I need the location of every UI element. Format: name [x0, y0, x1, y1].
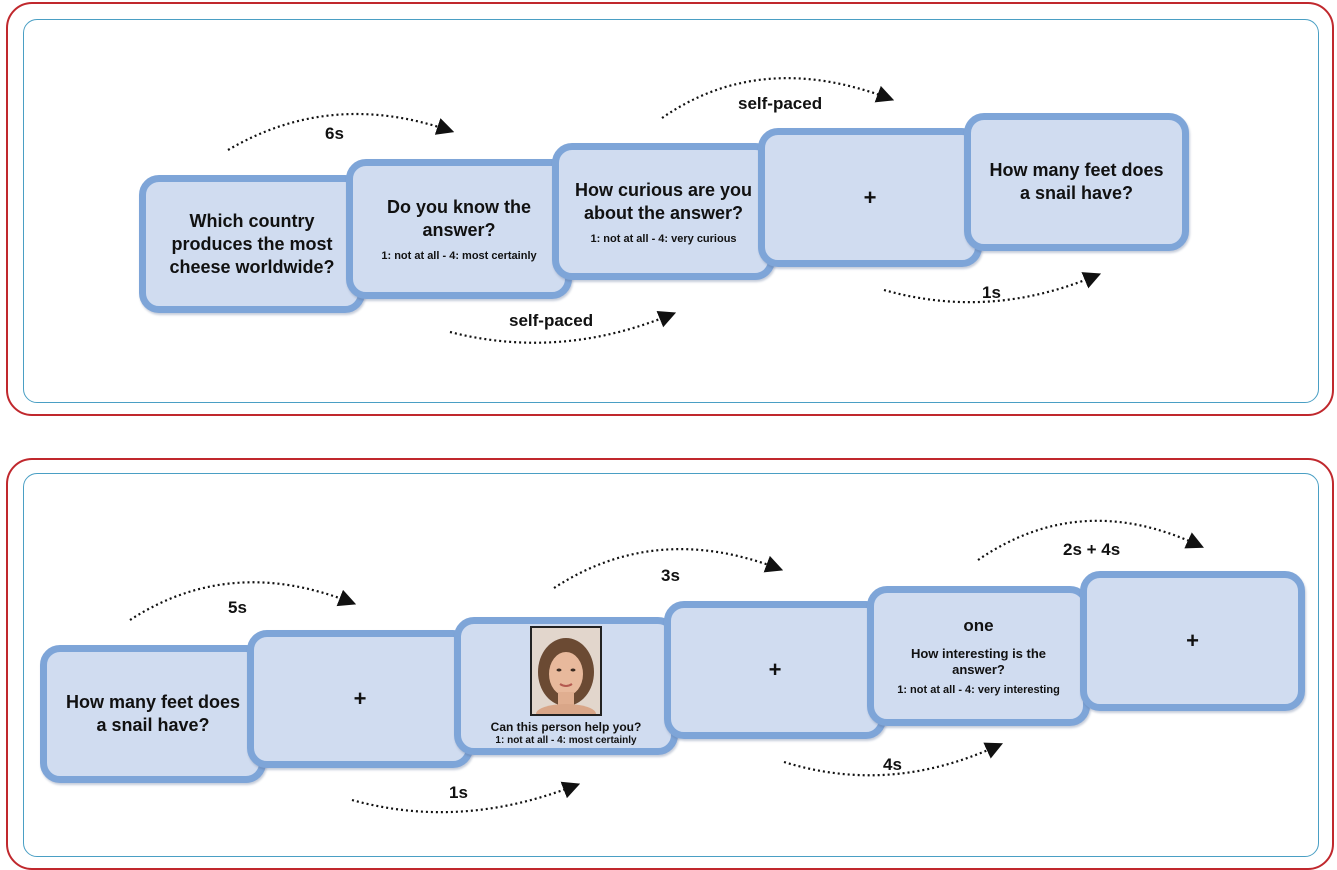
question-repeat-text: How many feet does a snail have? [989, 160, 1164, 203]
interest-question-text: How interesting is the answer? [910, 646, 1047, 677]
timing-label-self-paced-2: self-paced [738, 94, 823, 113]
timing-label-self-paced-1: self-paced [509, 311, 594, 330]
question-repeat-card: How many feet does a snail have? [964, 113, 1189, 251]
fixation-cross-1: + [353, 686, 367, 711]
timing-label-6s: 6s [325, 124, 344, 143]
curiosity-question-text: How curious are you about the answer? [574, 179, 753, 223]
know-rating-card: Do you know the answer? 1: not at all - … [346, 159, 572, 299]
face-image [532, 627, 600, 724]
arrow-1s-bottom [351, 781, 581, 814]
timing-label-1s: 1s [982, 283, 1001, 302]
fixation-card-3: + [1080, 571, 1305, 711]
question-card-bottom: How many feet does a snail have? [40, 645, 266, 783]
top-panel-inner [23, 19, 1319, 403]
timing-label-5s: 5s [228, 598, 247, 617]
question-text: Which country produces the most cheese w… [169, 210, 335, 277]
curiosity-rating-card: How curious are you about the answer? 1:… [552, 143, 775, 280]
timing-label-1s-bottom: 1s [449, 783, 468, 802]
top-panel-frame [6, 2, 1334, 416]
fixation-cross-3: + [1186, 628, 1199, 653]
fixation-card: + [758, 128, 982, 267]
arrow-3s [553, 548, 784, 589]
curiosity-scale-text: 1: not at all - 4: very curious [590, 232, 737, 245]
fixation-cross-2: + [768, 657, 782, 682]
fixation-cross: + [863, 184, 877, 210]
know-question-text: Do you know the answer? [387, 197, 531, 240]
bottom-panel-frame [6, 458, 1334, 870]
face-scale-text: 1: not at all - 4: most certainly [495, 734, 637, 746]
question-card: Which country produces the most cheese w… [139, 175, 365, 313]
answer-word: one [963, 616, 994, 635]
fixation-card-1: + [247, 630, 473, 768]
interest-scale-text: 1: not at all - 4: very interesting [897, 684, 1060, 696]
timing-label-4s: 4s [883, 755, 902, 774]
arrow-4s [783, 742, 1004, 777]
timing-label-3s: 3s [661, 566, 680, 585]
bottom-panel-inner [23, 473, 1319, 857]
arrow-2s4s [977, 519, 1204, 561]
timing-label-2s-4s: 2s + 4s [1063, 540, 1121, 559]
interest-rating-card: one How interesting is the answer? 1: no… [867, 586, 1090, 726]
question-text-bottom: How many feet does a snail have? [65, 692, 241, 735]
fixation-card-2: + [664, 601, 886, 739]
face-card: Can this person help you? 1: not at all … [454, 617, 678, 755]
face-question-text: Can this person help you? [490, 719, 642, 734]
know-scale-text: 1: not at all - 4: most certainly [381, 250, 537, 262]
arrow-self-paced-bottom [449, 311, 677, 344]
face-photo [530, 625, 602, 724]
arrow-1s-top [883, 272, 1102, 304]
